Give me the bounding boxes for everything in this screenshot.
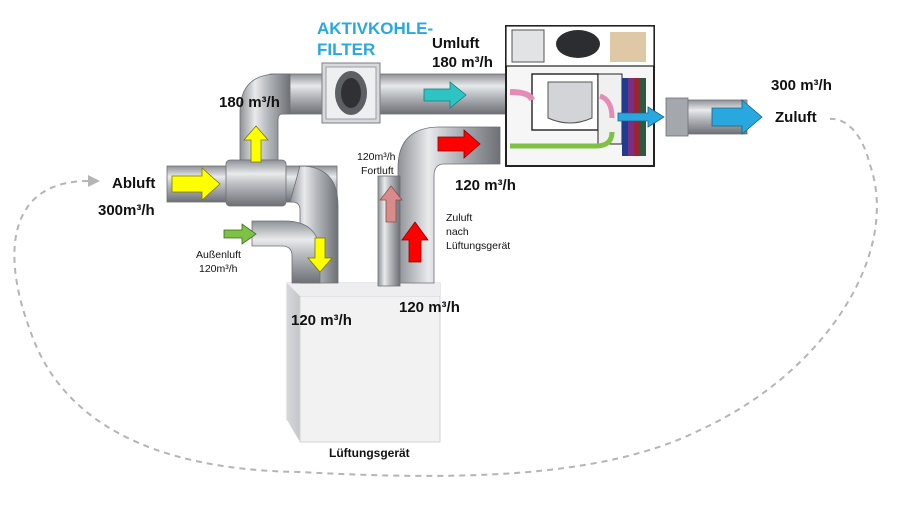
- label-abluft-flow: 300m³/h: [98, 202, 155, 219]
- arrow-zuluft-nach-unit: [401, 221, 429, 263]
- arrow-zuluft-internal: [617, 106, 665, 128]
- arrow-fortluft: [379, 185, 403, 223]
- label-left-flow: 180 m³/h: [219, 94, 280, 111]
- label-fortluft-flow: 120m³/h: [357, 151, 396, 163]
- filter-title-line1: AKTIVKOHLE-: [317, 19, 434, 38]
- duct-elbow-top: [239, 73, 291, 161]
- label-aussenluft-flow: 120m³/h: [199, 263, 238, 275]
- duct-riser-right: [397, 126, 501, 284]
- label-unit-in-flow: 120 m³/h: [399, 299, 460, 316]
- label-unit-out-flow: 120 m³/h: [291, 312, 352, 329]
- arrow-abluft-up: [243, 125, 269, 163]
- arrow-aussenluft: [223, 223, 257, 245]
- label-zuluft-nach-3: Lüftungsgerät: [446, 240, 511, 252]
- air-circulation-loop: [13, 117, 878, 477]
- label-zuluft: Zuluft: [775, 109, 817, 126]
- duct-umluft: [269, 73, 521, 115]
- heat-exchanger-unit: [505, 25, 655, 167]
- arrow-abluft-down: [307, 237, 333, 273]
- label-zuluft-flow: 300 m³/h: [771, 77, 832, 94]
- duct-t-piece: [225, 159, 287, 207]
- arrow-zuluft-to-exchanger: [437, 129, 481, 159]
- label-right-flow: 120 m³/h: [455, 177, 516, 194]
- label-umluft: Umluft: [432, 35, 480, 52]
- duct-aussenluft: [251, 220, 321, 284]
- arrow-umluft: [423, 81, 467, 109]
- label-unit-name: Lüftungsgerät: [329, 446, 410, 460]
- duct-zuluft-connector: [665, 97, 689, 137]
- loop-arrowhead: [88, 175, 100, 187]
- label-aussenluft: Außenluft: [196, 249, 241, 261]
- label-fortluft: Fortluft: [361, 165, 394, 177]
- filter-title: AKTIVKOHLE- FILTER: [317, 18, 433, 61]
- carbon-filter: [321, 62, 381, 124]
- label-abluft: Abluft: [112, 175, 156, 192]
- label-umluft-flow: 180 m³/h: [432, 54, 493, 71]
- filter-title-line2: FILTER: [317, 40, 376, 60]
- arrow-zuluft: [711, 99, 763, 135]
- label-zuluft-nach-1: Zuluft: [446, 212, 473, 224]
- arrow-abluft: [171, 167, 221, 201]
- ventilation-unit: [286, 282, 441, 443]
- label-zuluft-nach-2: nach: [446, 226, 469, 238]
